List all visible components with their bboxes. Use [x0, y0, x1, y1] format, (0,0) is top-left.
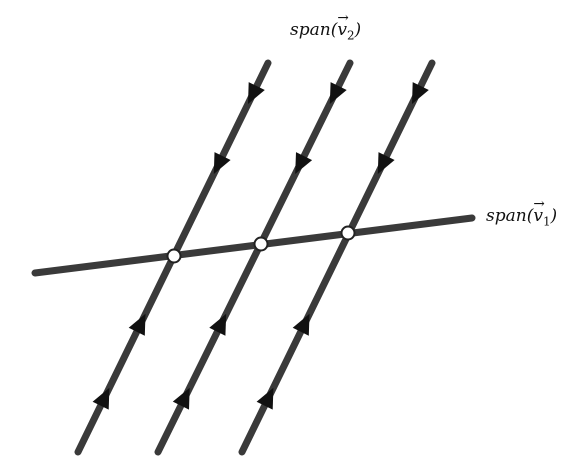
span-v1-label: span(v1) — [486, 196, 557, 228]
flow-arrow-icon — [92, 387, 110, 410]
flow-arrow-icon — [213, 152, 231, 174]
flow-arrow-icon — [256, 387, 274, 410]
flow-arrow-icon — [248, 82, 265, 104]
fixed-point-2 — [253, 236, 269, 252]
fixed-point-1 — [166, 248, 182, 264]
span-v2-line-2 — [154, 59, 354, 456]
span-v2-line-3 — [238, 59, 436, 456]
flow-arrow-icon — [172, 387, 190, 410]
flow-arrow-icon — [128, 313, 146, 336]
flow-arrow-icon — [329, 82, 347, 104]
span-v1-line — [31, 214, 476, 277]
flow-arrow-icon — [412, 82, 429, 104]
flow-arrow-icon — [209, 313, 227, 336]
span-v2-label: span(v2) — [290, 10, 361, 42]
flow-arrow-icon — [295, 152, 313, 174]
flow-arrow-icon — [377, 152, 395, 174]
flow-arrow-icon — [292, 313, 310, 336]
fixed-point-3 — [340, 225, 356, 241]
